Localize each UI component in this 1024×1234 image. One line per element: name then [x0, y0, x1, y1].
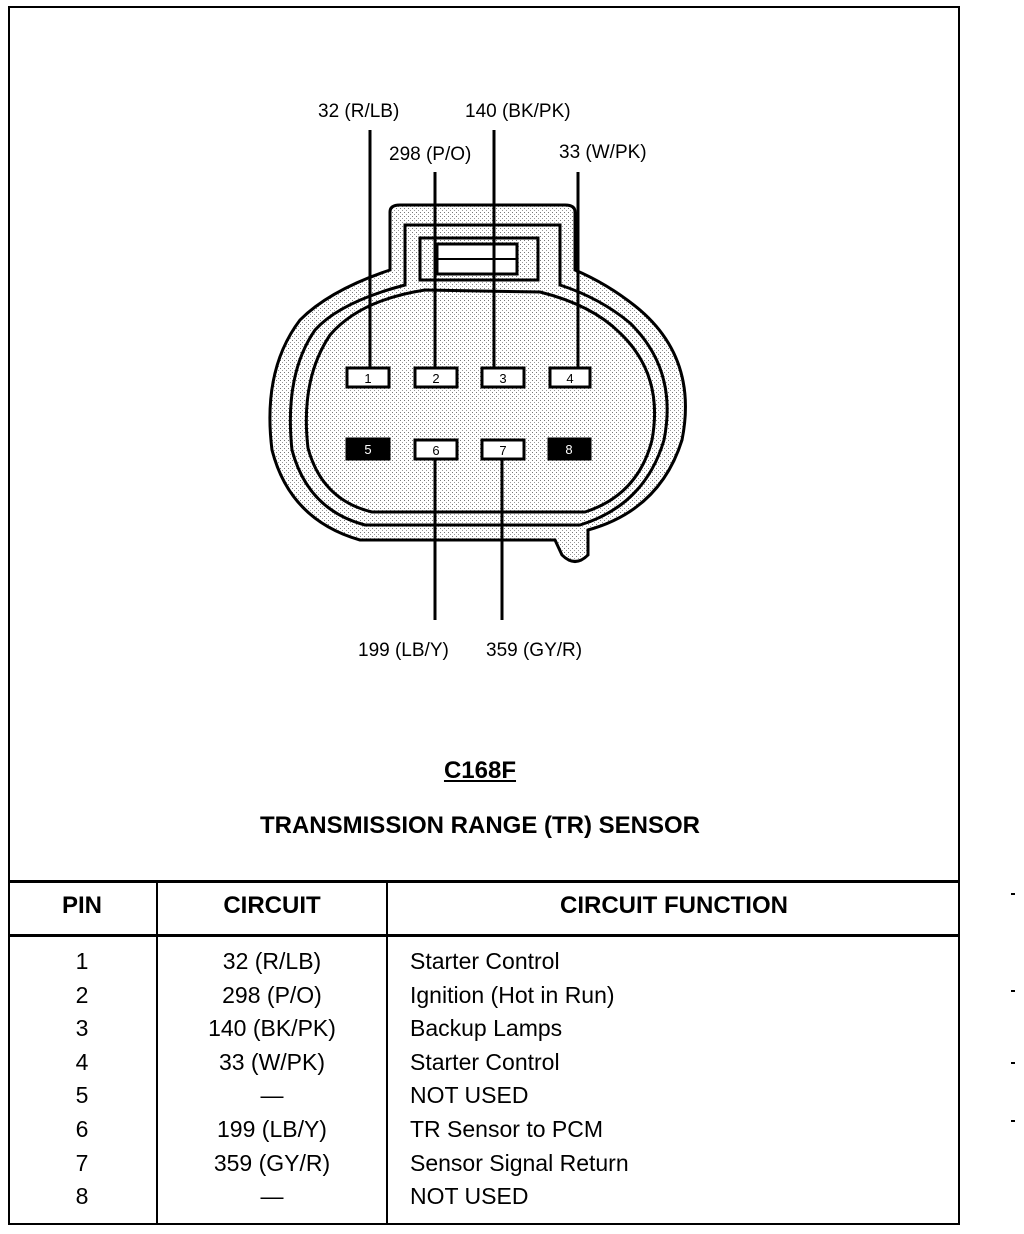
table-top-border [8, 880, 960, 883]
circuit-cell: 199 (LB/Y) [217, 1115, 327, 1142]
edge-tick-mark [1011, 893, 1015, 895]
table-header-divider [8, 934, 960, 937]
pin-cell: 1 [75, 948, 89, 974]
pin-cell: 6 [75, 1115, 89, 1142]
pin-cavity-8 [547, 437, 592, 461]
circuit-cell: — [260, 1183, 284, 1210]
edge-tick-mark [1011, 1120, 1015, 1122]
pin-number-4: 4 [566, 371, 573, 386]
edge-tick-mark [1011, 990, 1015, 992]
table-row: 6 199 (LB/Y) TR Sensor to PCM [8, 1114, 960, 1148]
pin-cavity-7 [480, 438, 526, 461]
connector-id: C168F [443, 757, 517, 784]
header-circuit-function: CIRCUIT FUNCTION [560, 892, 788, 919]
pin-cavities [345, 366, 592, 461]
pin-cavity-5 [345, 437, 391, 461]
table-row: 5 — NOT USED [8, 1080, 960, 1114]
pin-cell: 5 [75, 1082, 89, 1109]
function-cell: Backup Lamps [410, 1015, 563, 1042]
diagram-frame [8, 6, 960, 1225]
function-cell: NOT USED [410, 1082, 529, 1109]
pin-number-3: 3 [499, 371, 506, 386]
pin-cavity-4 [548, 366, 592, 389]
pin-number-5: 5 [364, 442, 371, 457]
pin-cell: 3 [75, 1015, 89, 1042]
pin-cavity-6 [413, 438, 459, 461]
pin-cell: 4 [75, 1048, 89, 1075]
pin-cell: 7 [75, 1149, 89, 1176]
table-row: 3 140 (BK/PK) Backup Lamps [8, 1013, 960, 1047]
function-cell: TR Sensor to PCM [410, 1115, 603, 1142]
column-divider-1 [156, 880, 158, 1225]
table-row: 4 33 (W/PK) Starter Control [8, 1047, 960, 1081]
pin-table: PIN CIRCUIT CIRCUIT FUNCTION 1 32 (R/LB)… [8, 880, 960, 1225]
connector-title: TRANSMISSION RANGE (TR) SENSOR [259, 812, 700, 839]
pin-number-1: 1 [364, 371, 371, 386]
connector-diagram: 1 2 3 4 5 6 7 8 [268, 130, 687, 620]
pin-number-7: 7 [499, 443, 506, 458]
pin-numbers: 1 2 3 4 5 6 7 8 [364, 371, 573, 458]
pin-cell: 8 [75, 1183, 89, 1210]
column-divider-2 [386, 880, 388, 1225]
table-row: 7 359 (GY/R) Sensor Signal Return [8, 1148, 960, 1182]
wire-label-140: 140 (BK/PK) [465, 101, 571, 122]
function-cell: Starter Control [410, 1048, 560, 1075]
connector-housing [268, 203, 687, 563]
pin-cavity-3 [480, 366, 526, 389]
header-circuit: CIRCUIT [223, 892, 321, 919]
circuit-cell: 140 (BK/PK) [208, 1015, 336, 1042]
header-pin: PIN [61, 892, 102, 919]
pin-number-8: 8 [565, 442, 572, 457]
pin-cavity-1 [345, 366, 391, 389]
wire-leads [368, 130, 580, 620]
circuit-cell: 33 (W/PK) [218, 1048, 326, 1075]
table-row: 2 298 (P/O) Ignition (Hot in Run) [8, 980, 960, 1014]
pin-cavity-2 [413, 366, 459, 389]
wire-label-32: 32 (R/LB) [318, 101, 400, 122]
circuit-cell: — [260, 1082, 284, 1109]
circuit-cell: 32 (R/LB) [222, 948, 322, 974]
wire-label-359: 359 (GY/R) [486, 640, 583, 661]
wire-label-33: 33 (W/PK) [559, 142, 647, 163]
function-cell: NOT USED [410, 1183, 529, 1210]
function-cell: Ignition (Hot in Run) [410, 981, 615, 1008]
wire-label-199: 199 (LB/Y) [358, 640, 449, 661]
table-row: 8 — NOT USED [8, 1181, 960, 1215]
table-row: 1 32 (R/LB) Starter Control [8, 946, 960, 980]
table-body: 1 32 (R/LB) Starter Control 2 298 (P/O) … [8, 946, 960, 1215]
circuit-cell: 359 (GY/R) [213, 1149, 331, 1176]
function-cell: Sensor Signal Return [410, 1149, 629, 1176]
pin-number-2: 2 [432, 371, 439, 386]
pin-number-6: 6 [432, 443, 439, 458]
edge-tick-mark [1011, 1062, 1015, 1064]
function-cell: Starter Control [410, 948, 560, 974]
circuit-cell: 298 (P/O) [222, 981, 322, 1008]
wire-label-298: 298 (P/O) [389, 144, 472, 165]
pin-cell: 2 [75, 981, 89, 1008]
